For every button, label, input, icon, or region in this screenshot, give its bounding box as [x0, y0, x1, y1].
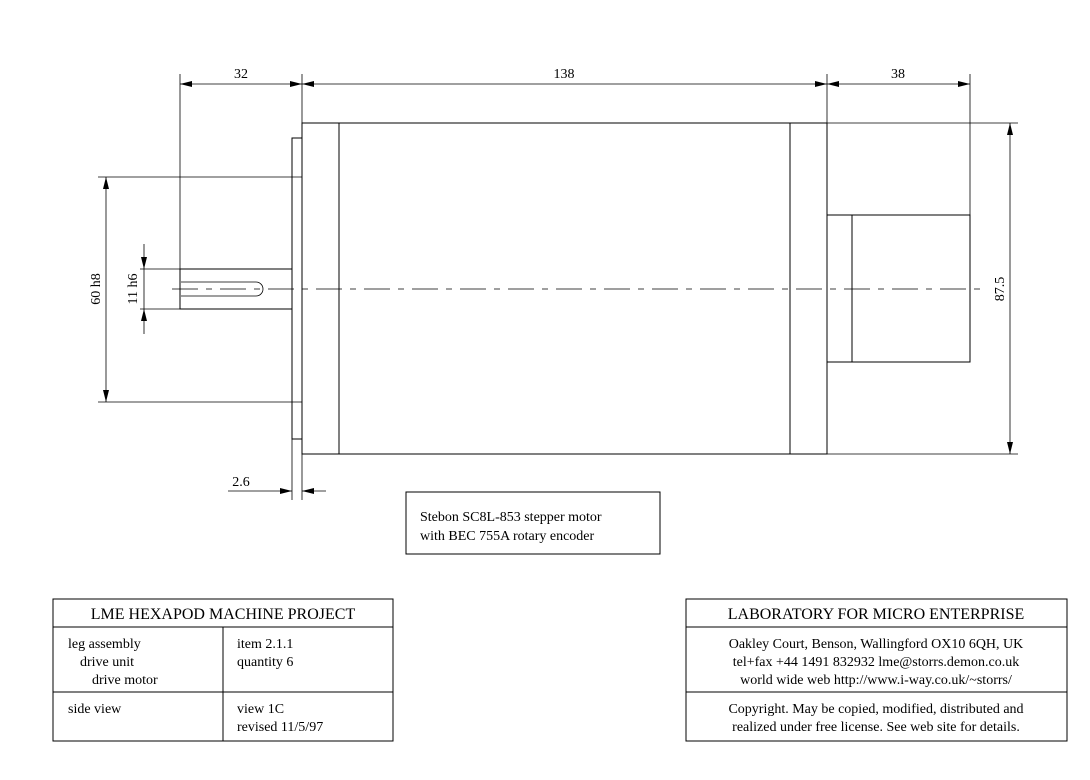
arrow — [815, 81, 827, 87]
license-line-1: Copyright. May be copied, modified, dist… — [728, 702, 1023, 717]
arrow — [302, 488, 314, 494]
motor-body — [301, 122, 828, 455]
dim-total-diameter: 87.5 — [993, 277, 1008, 302]
shaft-diameter-dimension: 11 h6 — [126, 244, 180, 334]
arrow — [958, 81, 970, 87]
quantity: quantity 6 — [237, 655, 293, 670]
encoder-housing — [826, 214, 971, 363]
lab-website: world wide web http://www.i-way.co.uk/~s… — [740, 673, 1012, 688]
arrow — [103, 177, 109, 189]
caption-line-2: with BEC 755A rotary encoder — [420, 529, 595, 544]
arrow — [141, 257, 147, 269]
arrow — [827, 81, 839, 87]
top-dimensions: 32 138 38 — [179, 67, 971, 269]
license-line-2: realized under free license. See web sit… — [732, 720, 1020, 735]
dim-flange-thickness: 2.6 — [232, 475, 250, 490]
lab-block-frame — [685, 598, 1068, 742]
dim-encoder-length: 38 — [891, 67, 905, 82]
flange-diameter-dimension: 60 h8 — [89, 176, 302, 403]
view-type: side view — [68, 702, 122, 717]
assembly-label: leg assembly — [68, 637, 141, 652]
dim-body-length: 138 — [554, 67, 575, 82]
item-number: item 2.1.1 — [237, 637, 293, 652]
revision-date: revised 11/5/97 — [237, 720, 323, 735]
project-title: LME HEXAPOD MACHINE PROJECT — [91, 606, 356, 623]
dim-shaft-length: 32 — [234, 67, 248, 82]
unit-label: drive unit — [80, 655, 134, 670]
arrow — [141, 309, 147, 321]
mounting-flange — [291, 137, 303, 440]
caption-box: Stebon SC8L-853 stepper motor with BEC 7… — [405, 491, 661, 555]
motor-outline — [172, 122, 985, 455]
right-dimension: 87.5 — [827, 122, 1018, 455]
flange-thickness-dimension: 2.6 — [228, 439, 326, 500]
dim-flange-diameter: 60 h8 — [89, 273, 104, 305]
arrow — [1007, 442, 1013, 454]
arrow — [103, 390, 109, 402]
lab-title: LABORATORY FOR MICRO ENTERPRISE — [728, 606, 1025, 623]
lab-contact: tel+fax +44 1491 832932 lme@storrs.demon… — [733, 655, 1019, 670]
arrow — [1007, 123, 1013, 135]
project-title-block: LME HEXAPOD MACHINE PROJECT leg assembly… — [52, 598, 394, 742]
part-label: drive motor — [92, 673, 158, 688]
arrow — [302, 81, 314, 87]
caption-line-1: Stebon SC8L-853 stepper motor — [420, 510, 602, 525]
shaft-keyway — [181, 281, 264, 297]
arrow — [280, 488, 292, 494]
caption-frame — [405, 491, 661, 555]
arrow — [180, 81, 192, 87]
dim-shaft-diameter: 11 h6 — [126, 274, 141, 305]
lab-title-block: LABORATORY FOR MICRO ENTERPRISE Oakley C… — [685, 598, 1068, 742]
lab-address: Oakley Court, Benson, Wallingford OX10 6… — [729, 637, 1024, 652]
arrow — [290, 81, 302, 87]
view-number: view 1C — [237, 702, 284, 717]
